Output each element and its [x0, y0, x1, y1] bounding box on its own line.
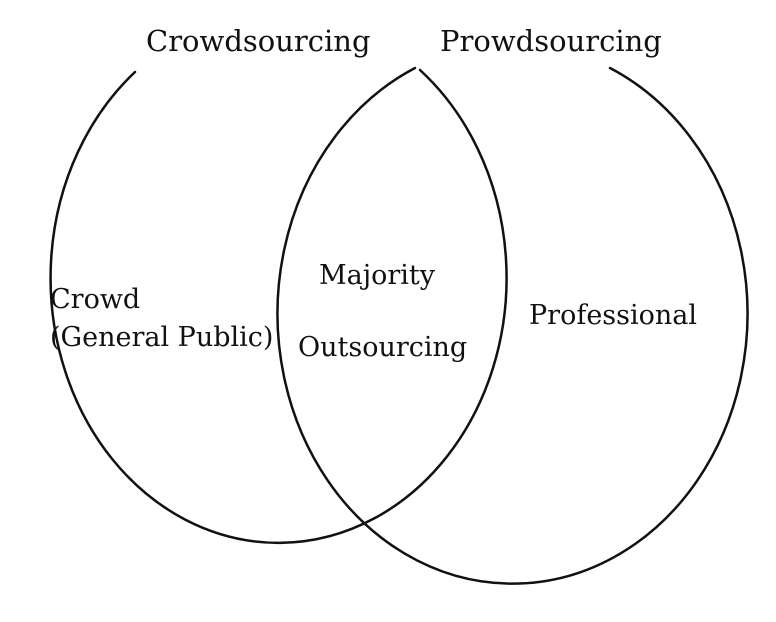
crowdsourcing-title: Crowdsourcing [146, 24, 371, 58]
crowd-region-label: Crowd (General Public) [50, 281, 273, 357]
overlap-label-outsourcing: Outsourcing [298, 332, 468, 363]
crowd-label-line1: Crowd [50, 284, 141, 315]
left-ellipse-crowdsourcing [49, 68, 508, 545]
professional-region-label: Professional [529, 300, 698, 331]
overlap-label-majority: Majority [319, 260, 436, 291]
prowdsourcing-title: Prowdsourcing [440, 24, 662, 58]
right-ellipse-prowdsourcing [276, 66, 749, 585]
crowd-label-line2: (General Public) [50, 322, 274, 353]
